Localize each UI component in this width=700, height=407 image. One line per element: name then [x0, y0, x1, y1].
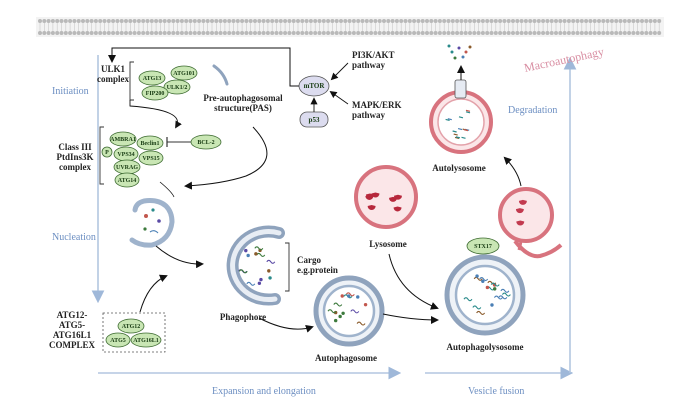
ulk12-label: ULK1/2 — [167, 85, 188, 91]
ulk1-label-2: complex — [97, 74, 129, 84]
phase-expansion: Expansion and elongation — [212, 386, 316, 397]
atg12-label-1: ATG12- — [57, 310, 88, 320]
beclin1-label: Beclin1 — [141, 141, 160, 147]
ambra1-label: AMBRA1 — [110, 137, 136, 143]
phase-macroautophagy: Macroautophagy — [523, 44, 605, 75]
phase-nucleation: Nucleation — [52, 232, 96, 243]
atg101-label: ATG101 — [173, 71, 195, 77]
pi3k-label-2: pathway — [352, 60, 386, 70]
class3-label-2: PtdIns3K — [56, 152, 93, 162]
bcl2-label: BCL-2 — [197, 140, 214, 146]
cargo-label-1: Cargo — [297, 255, 321, 265]
class3-label-1: Class III — [58, 142, 92, 152]
phase-vesicle-fusion: Vesicle fusion — [468, 386, 524, 397]
ulk1-label-1: ULK1 — [101, 64, 126, 74]
autophagolysosome: STX17 Autophagolysosome — [444, 156, 563, 352]
atg12-label-2: ATG5- — [59, 320, 85, 330]
pi3k-label-1: PI3K/AKT — [352, 50, 395, 60]
atg12-protein-label: ATG12 — [122, 324, 141, 330]
autolysosome: Autolysosome — [429, 44, 493, 173]
uvrag-label: UVRAG — [116, 165, 138, 171]
phagophore-label: Phagophore — [220, 312, 266, 322]
class3-label-3: complex — [59, 162, 91, 172]
atg12-label-4: COMPLEX — [49, 340, 95, 350]
phase-arrows — [91, 55, 577, 380]
cargo-label-2: e.g.protein — [297, 265, 338, 275]
mtor-label: mTOR — [304, 82, 326, 90]
autolysosome-label: Autolysosome — [432, 163, 486, 173]
autophagosome-label: Autophagosome — [315, 353, 377, 363]
phase-initiation: Initiation — [52, 86, 89, 97]
mapk-label-2: pathway — [352, 110, 386, 120]
stx17-label: STX17 — [474, 244, 492, 250]
atg14-label: ATG14 — [118, 178, 137, 184]
atg13-label: ATG13 — [143, 76, 162, 82]
atg16l1-label: ATG16L1 — [133, 338, 159, 344]
p53-label: p53 — [309, 116, 320, 124]
phase-degradation: Degradation — [508, 105, 557, 116]
atg12-label-3: ATG16L1 — [53, 330, 92, 340]
p-label: P — [105, 150, 109, 156]
lysosome-label: Lysosome — [369, 239, 407, 249]
vps34-label: VPS34 — [117, 152, 134, 158]
fip200-label: FIP200 — [146, 91, 165, 97]
pas-label-2: structure(PAS) — [214, 103, 272, 113]
vps15-label: VPS15 — [142, 156, 159, 162]
nucleation-membrane — [129, 198, 204, 269]
atg5-label: ATG5 — [110, 338, 126, 344]
pas-label-1: Pre-autophagosomal — [203, 93, 283, 103]
lysosome: Lysosome — [354, 165, 439, 310]
autophagolysosome-label: Autophagolysosome — [446, 342, 523, 352]
mapk-label-1: MAPK/ERK — [352, 100, 402, 110]
autophagosome: Autophagosome — [313, 275, 439, 363]
membrane-top — [36, 17, 664, 37]
